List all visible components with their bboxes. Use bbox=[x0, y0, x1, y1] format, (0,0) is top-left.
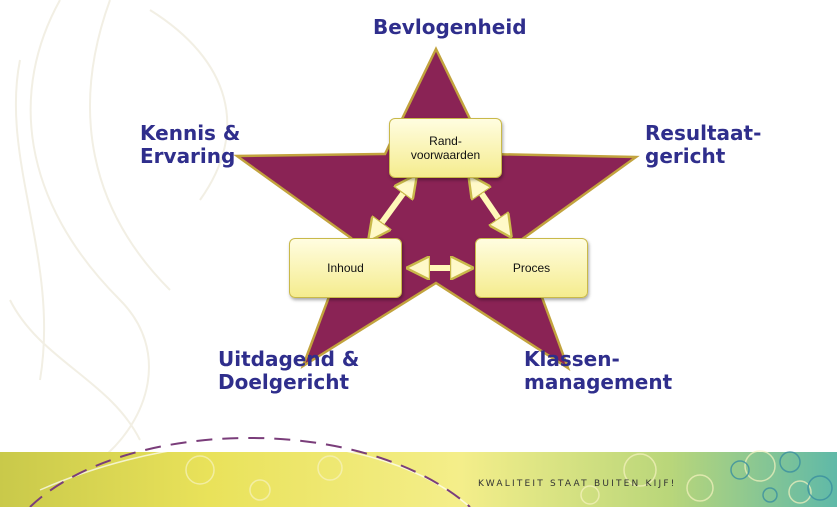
label-bevlogenheid: Bevlogenheid bbox=[373, 15, 527, 39]
box-proces: Proces bbox=[475, 238, 588, 298]
arrow-top-right bbox=[475, 184, 505, 228]
arrow-top-left bbox=[375, 184, 410, 232]
label-kennis-ervaring: Kennis & Ervaring bbox=[140, 121, 241, 168]
label-resultaatgericht: Resultaat- gericht bbox=[645, 121, 762, 168]
star-shape bbox=[233, 46, 640, 372]
footer-band bbox=[0, 452, 837, 507]
label-uitdagend-doelgericht: Uitdagend & Doelgericht bbox=[218, 347, 360, 394]
box-inhoud: Inhoud bbox=[289, 238, 402, 298]
footer-tagline: KWALITEIT STAAT BUITEN KIJF! bbox=[478, 479, 677, 489]
label-klassenmanagement: Klassen- management bbox=[524, 347, 673, 394]
box-randvoorwaarden: Rand- voorwaarden bbox=[389, 118, 502, 178]
